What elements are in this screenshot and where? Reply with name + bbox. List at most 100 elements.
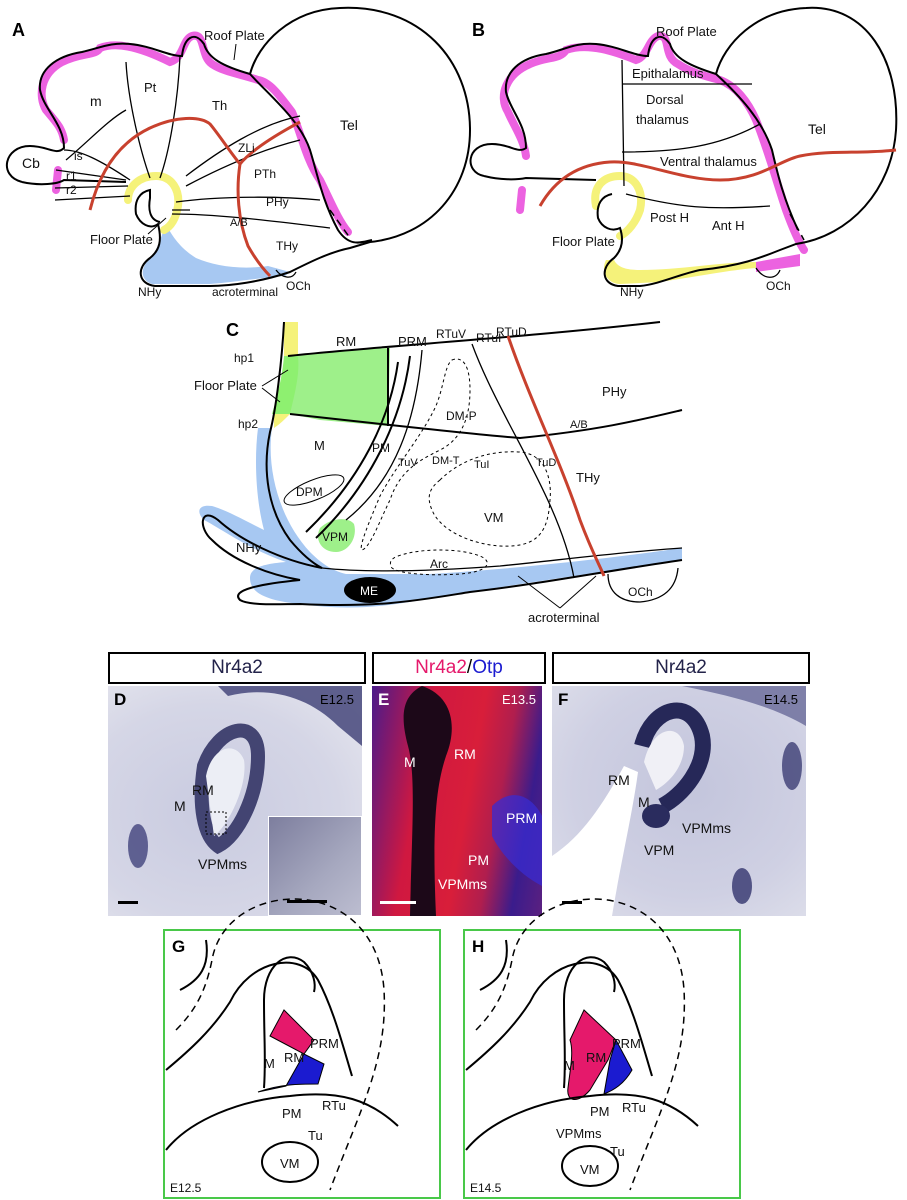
label-g-rtu: RTu [322, 1098, 346, 1113]
label-prm: PRM [398, 334, 427, 349]
label-d-m: M [174, 798, 186, 814]
cb-lower-b [483, 175, 597, 181]
panel-h: H M RM PRM PM RTu VPMms Tu VM E14.5 [463, 898, 741, 1199]
dpm-nucleus [283, 474, 345, 506]
label-d-rm: RM [192, 782, 214, 798]
middle-boundary [289, 409, 683, 440]
label-m-c: M [314, 438, 325, 453]
floor-plate-band [124, 171, 183, 234]
header-f: Nr4a2 [552, 652, 810, 684]
label-th: Th [212, 98, 227, 113]
label-post-h: Post H [650, 210, 689, 225]
label-thy-c: THy [576, 470, 600, 485]
label-g-prm: PRM [310, 1036, 339, 1051]
floor-plate-band-b [603, 260, 756, 284]
label-r1: r1 [66, 169, 77, 183]
label-floor-plate: Floor Plate [90, 232, 153, 247]
label-m: m [90, 93, 102, 109]
panel-a-outline [5, 6, 472, 287]
roof-plate-band [37, 31, 352, 236]
panel-c: C RM PRM RTuV RTuI R [194, 320, 683, 625]
label-och: OCh [286, 279, 311, 293]
micrograph-e: E E13.5 M RM PRM PM VPMms [372, 686, 542, 916]
alar-basal-boundary [88, 116, 272, 278]
label-dorsal: Dorsal [646, 92, 684, 107]
label-roof-plate: Roof Plate [204, 28, 265, 43]
label-cb: Cb [22, 155, 40, 171]
alar-basal-boundary-2 [238, 120, 301, 165]
h-rm-fill [567, 1009, 617, 1100]
g-rm-fill [269, 1009, 315, 1055]
label-vpm-c: VPM [322, 530, 348, 544]
panel-c-letter: C [226, 320, 239, 340]
label-g-rm: RM [284, 1050, 304, 1065]
label-thalamus: thalamus [636, 112, 689, 127]
floor-plate-band-b2 [591, 171, 645, 240]
isthmus-lines [63, 109, 131, 181]
label-arc: Arc [430, 557, 448, 571]
label-pt: Pt [144, 80, 157, 95]
label-ab: A/B [230, 217, 248, 229]
label-g-vm: VM [280, 1156, 300, 1171]
label-g-pm: PM [282, 1106, 302, 1121]
label-och-c: OCh [628, 585, 653, 599]
label-is: is [74, 149, 83, 163]
alar-basal-boundary-b [538, 148, 897, 207]
label-h-rtu: RTu [622, 1100, 646, 1115]
label-h-vm: VM [580, 1162, 600, 1177]
label-me: ME [360, 584, 378, 598]
label-d-vpmms: VPMms [198, 856, 247, 872]
label-tel: Tel [340, 117, 358, 133]
label-ab-c: A/B [570, 419, 588, 431]
g-dashed-curve [175, 898, 386, 1191]
label-vm-c: VM [484, 510, 504, 525]
median-eminence [344, 577, 396, 603]
label-e-m: M [404, 754, 416, 770]
panel-a: A Roof Plate m Pt Th Tel Cb is r1 r2 ZLi [5, 6, 472, 299]
label-h-rm: RM [586, 1050, 606, 1065]
label-e-vpmms: VPMms [438, 876, 487, 892]
frame-g [163, 929, 441, 1199]
optic-chiasm-b [755, 267, 781, 278]
label-tuv: TuV [398, 457, 418, 469]
label-h-vpmms: VPMms [556, 1126, 602, 1141]
g-outer-curve [165, 939, 353, 1077]
label-f-vpmms: VPMms [682, 820, 731, 836]
acroterminal-region-c [199, 428, 683, 608]
h-prm-fill [603, 1038, 633, 1095]
label-f-vpm: VPM [644, 842, 675, 858]
h-inner-loop [563, 956, 616, 1001]
tel-dash-b [789, 213, 805, 241]
panel-b-letter: B [472, 20, 485, 40]
label-roof-plate-b: Roof Plate [656, 24, 717, 39]
ventricle-line [321, 547, 683, 572]
label-dmt: DM-T [432, 455, 460, 467]
label-rm: RM [336, 334, 356, 349]
hp-green [272, 356, 299, 414]
label-nhy-b: NHy [620, 285, 643, 299]
label-tud: TuD [536, 457, 556, 469]
label-e-prm: PRM [506, 810, 538, 826]
label-rtui: RTuI [476, 331, 501, 345]
scale-bar-inset [287, 900, 327, 903]
h-outer-curve [465, 939, 653, 1077]
panel-e-letter: E [378, 690, 390, 709]
tud-line [471, 343, 575, 579]
panel-a-letter: A [12, 20, 25, 40]
label-tel-b: Tel [808, 121, 826, 137]
h-vm-ellipse [561, 1145, 619, 1187]
label-rtuv: RTuV [436, 327, 466, 341]
panel-g-letter: G [172, 937, 185, 956]
label-h-pm: PM [590, 1104, 610, 1119]
label-nhy: NHy [138, 285, 161, 299]
pm-line-1 [305, 361, 399, 533]
label-e-pm: PM [468, 852, 489, 868]
panel-g: G M RM PRM PM RTu Tu VM E12.5 [163, 898, 441, 1199]
label-h-m: M [564, 1058, 575, 1073]
optic-chiasm-c [607, 567, 679, 603]
header-e: Nr4a2/Otp [372, 652, 546, 684]
header-d: Nr4a2 [108, 652, 366, 684]
label-f-rm: RM [608, 772, 630, 788]
label-acroterminal-c: acroterminal [528, 610, 600, 625]
pm-line-2 [315, 355, 411, 539]
